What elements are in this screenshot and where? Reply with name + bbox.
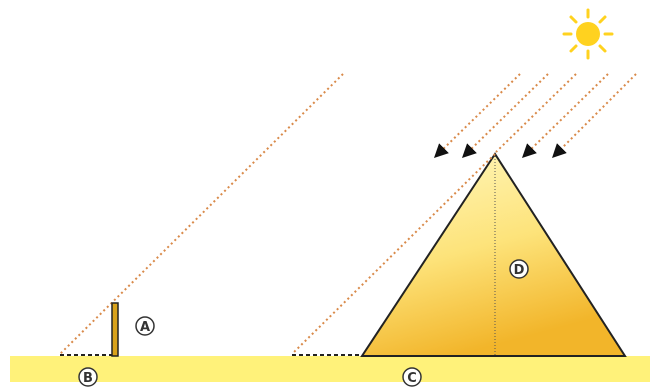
label-c-text: C (407, 371, 417, 386)
sun-ray (436, 74, 520, 156)
label-d: D (510, 260, 528, 278)
label-c: C (403, 368, 421, 386)
stick-shadow-ray (60, 74, 343, 354)
label-b: B (79, 368, 97, 386)
pyramid (362, 154, 625, 356)
sun-rays (436, 74, 636, 156)
ground (10, 356, 650, 382)
label-a-text: A (140, 320, 150, 335)
sun-ray (554, 74, 636, 156)
stick (112, 303, 118, 356)
label-a: A (136, 317, 154, 335)
label-b-text: B (83, 371, 93, 386)
label-d-text: D (514, 263, 525, 278)
sun-icon (564, 10, 612, 58)
